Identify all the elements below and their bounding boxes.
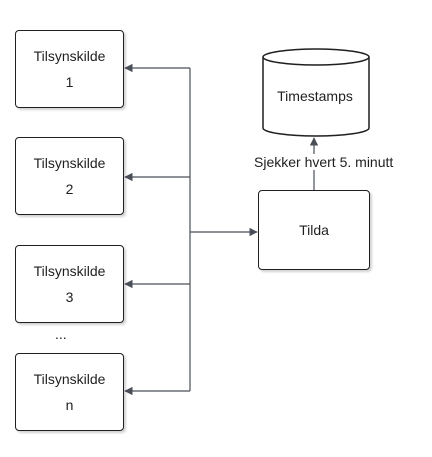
more-sources-ellipsis: ... [55,326,67,342]
source-label: Tilsynskilde [33,155,106,171]
source-label: Tilsynskilde [33,263,106,279]
tilda-node: Tilda [258,190,370,270]
source-number: 3 [65,289,74,305]
source-node-3: Tilsynskilde 3 [15,245,124,323]
source-label: Tilsynskilde [33,48,106,64]
source-number: n [65,397,74,413]
source-node-1: Tilsynskilde 1 [15,30,124,108]
source-number: 2 [65,181,74,197]
check-interval-label: Sjekker hvert 5. minutt [254,154,394,170]
database-cylinder [262,48,370,137]
source-node-2: Tilsynskilde 2 [15,137,124,215]
tilda-label: Tilda [299,222,329,238]
source-label: Tilsynskilde [33,371,106,387]
source-node-n: Tilsynskilde n [15,353,124,431]
source-number: 1 [65,74,74,90]
timestamps-label: Timestamps [277,88,353,104]
